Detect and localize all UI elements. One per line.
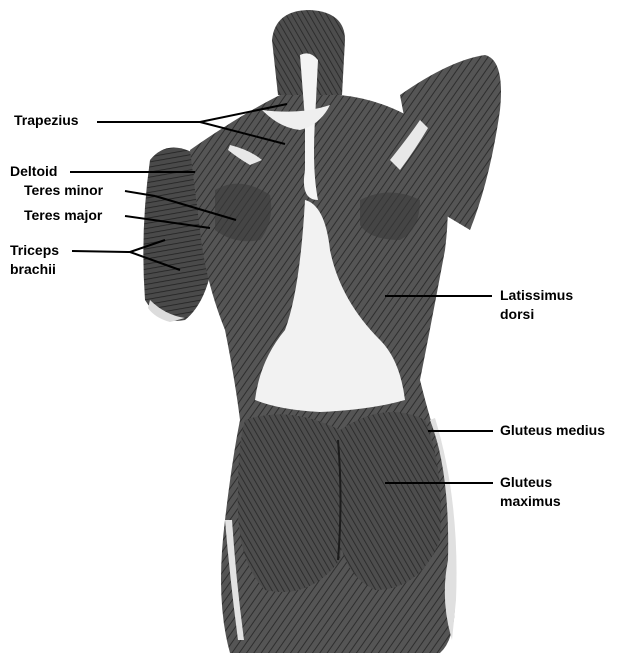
label-gluteus-maximus-line2: maximus — [500, 493, 561, 510]
label-teres-minor: Teres minor — [24, 182, 103, 199]
label-trapezius: Trapezius — [14, 112, 79, 129]
label-triceps-line2: brachii — [10, 261, 56, 278]
label-gluteus-medius: Gluteus medius — [500, 422, 605, 439]
label-latissimus-line2: dorsi — [500, 306, 534, 323]
label-teres-major: Teres major — [24, 207, 102, 224]
label-latissimus-line1: Latissimus — [500, 287, 573, 304]
label-gluteus-maximus-line1: Gluteus — [500, 474, 552, 491]
label-triceps-line1: Triceps — [10, 242, 59, 259]
label-deltoid: Deltoid — [10, 163, 57, 180]
